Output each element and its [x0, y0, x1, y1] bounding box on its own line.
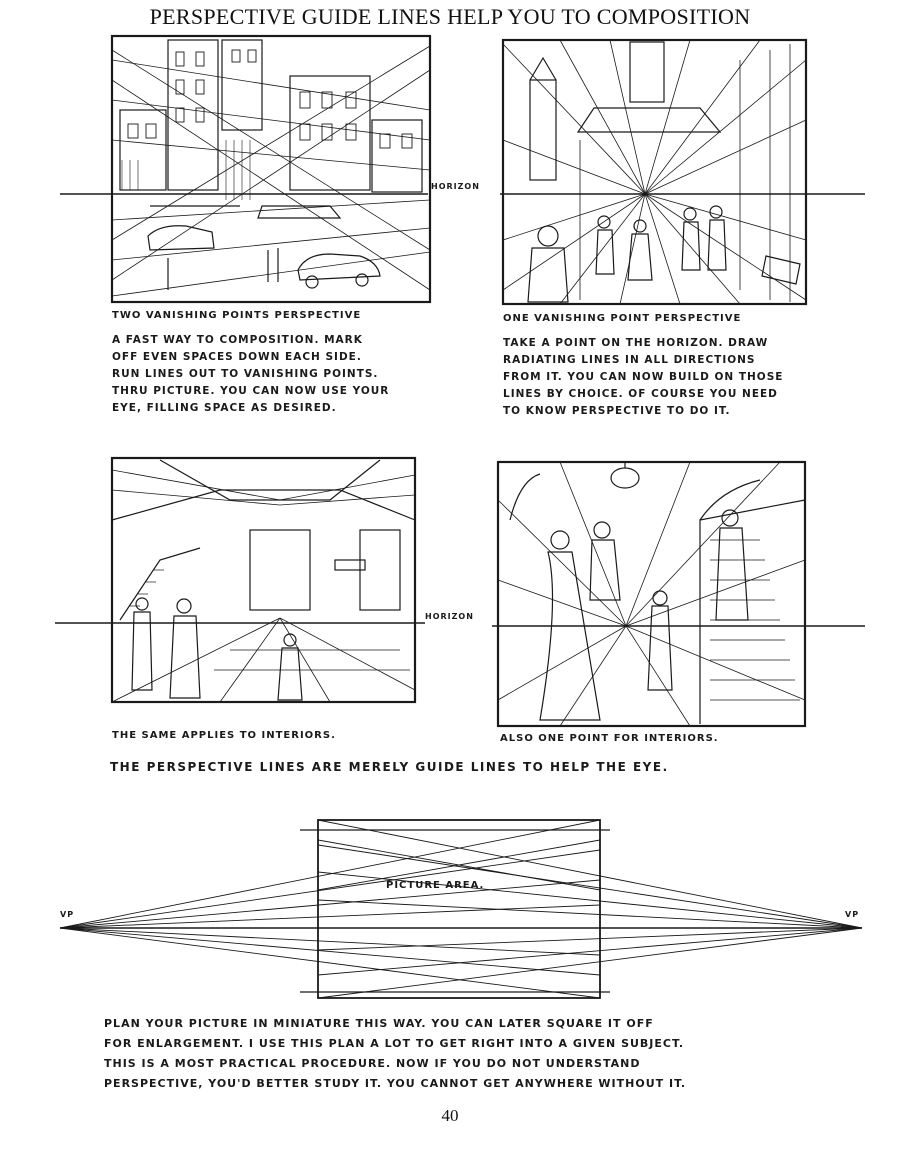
- bottom-paragraph: PLAN YOUR PICTURE IN MINIATURE THIS WAY.…: [104, 1014, 686, 1094]
- paragraph-line: THIS IS A MOST PRACTICAL PROCEDURE. NOW …: [104, 1057, 641, 1070]
- picture-area-diagram: [59, 819, 863, 999]
- caption-one-point: ONE VANISHING POINT PERSPECTIVE: [503, 313, 742, 324]
- description-line: THRU PICTURE. YOU CAN NOW USE YOUR: [112, 385, 390, 397]
- sketch-one-point-street: [501, 38, 808, 306]
- description-line: RUN LINES OUT TO VANISHING POINTS.: [112, 368, 379, 380]
- description-line: EYE, FILLING SPACE AS DESIRED.: [112, 402, 337, 414]
- description-one-point: TAKE A POINT ON THE HORIZON. DRAW RADIAT…: [503, 335, 783, 420]
- description-line: RADIATING LINES IN ALL DIRECTIONS: [503, 354, 756, 366]
- page-number: 40: [441, 1106, 459, 1125]
- vanishing-point-left-label: VP: [60, 910, 75, 919]
- sketch-two-point-street: [110, 34, 432, 304]
- description-two-point: A FAST WAY TO COMPOSITION. MARK OFF EVEN…: [112, 332, 389, 417]
- description-line: FROM IT. YOU CAN NOW BUILD ON THOSE: [503, 371, 784, 383]
- sketch-interior-lobby: [110, 456, 417, 704]
- vanishing-point-right-label: VP: [845, 910, 860, 919]
- description-line: A FAST WAY TO COMPOSITION. MARK: [112, 334, 363, 346]
- caption-two-point: TWO VANISHING POINTS PERSPECTIVE: [112, 310, 362, 321]
- paragraph-line: FOR ENLARGEMENT. I USE THIS PLAN A LOT T…: [104, 1037, 684, 1050]
- description-line: TAKE A POINT ON THE HORIZON. DRAW: [503, 337, 769, 349]
- horizon-label-top: HORIZON: [431, 182, 480, 191]
- picture-area-label: PICTURE AREA.: [386, 880, 485, 891]
- sketch-interior-staircase: [496, 460, 807, 728]
- description-line: TO KNOW PERSPECTIVE TO DO IT.: [503, 405, 731, 417]
- paragraph-line: PLAN YOUR PICTURE IN MINIATURE THIS WAY.…: [104, 1017, 654, 1030]
- horizon-label-middle: HORIZON: [425, 612, 474, 621]
- guide-lines-statement: THE PERSPECTIVE LINES ARE MERELY GUIDE L…: [110, 760, 669, 774]
- description-line: LINES BY CHOICE. OF COURSE YOU NEED: [503, 388, 778, 400]
- description-line: OFF EVEN SPACES DOWN EACH SIDE.: [112, 351, 362, 363]
- paragraph-line: PERSPECTIVE, YOU'D BETTER STUDY IT. YOU …: [104, 1077, 687, 1090]
- caption-one-point-interiors: ALSO ONE POINT FOR INTERIORS.: [500, 733, 719, 744]
- page-title: PERSPECTIVE GUIDE LINES HELP YOU TO COMP…: [149, 4, 751, 29]
- caption-interiors: THE SAME APPLIES TO INTERIORS.: [112, 730, 336, 741]
